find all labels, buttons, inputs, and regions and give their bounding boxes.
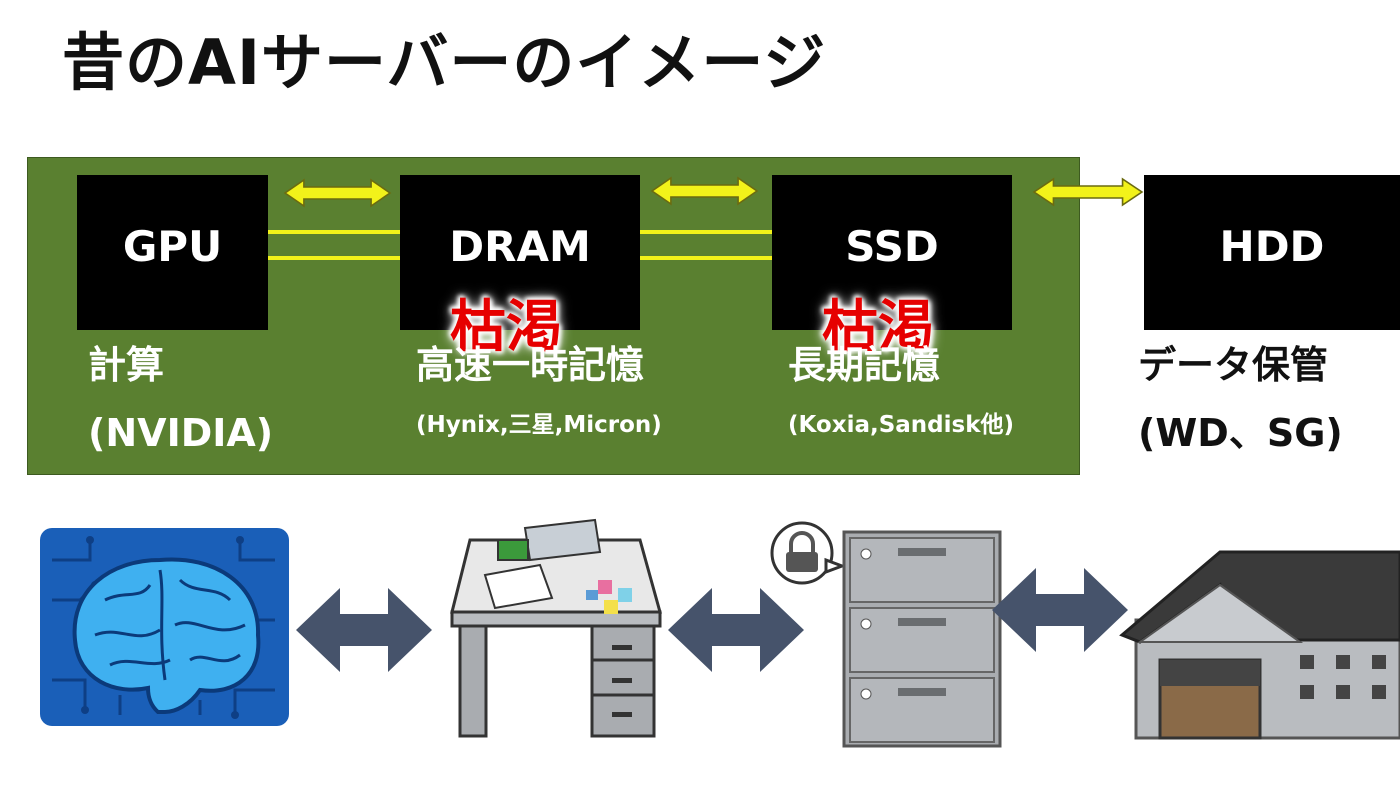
hdd-chip: HDD [1144,175,1400,330]
brain-circuit-icon [40,528,289,726]
dram-ssd-bus [640,230,772,234]
gpu-role-label: 計算 [88,343,165,387]
dram-ssd-bus [640,256,772,260]
ssd-chip-label: SSD [845,222,939,271]
hdd-role-label: データ保管 [1138,343,1329,387]
messy-desk-icon [450,518,662,738]
gpu-chip-label: GPU [122,222,223,271]
ssd-chip: SSD [772,175,1012,330]
dram-chip: DRAM [400,175,640,330]
locked-cabinet-icon [770,521,1002,748]
gpu-dram-bus [268,230,400,234]
brain-desk-double-arrow [296,588,432,672]
ssd-shortage-label: 枯渇 [822,295,934,360]
warehouse-icon [1119,550,1400,740]
ssd-role-label: 長期記憶 [788,343,941,387]
hdd-vendor-label: (WD、SG) [1138,411,1343,455]
dram-vendor-label: (Hynix,三星,Micron) [416,412,662,438]
hdd-chip-label: HDD [1219,222,1325,271]
gpu-vendor-label: (NVIDIA) [88,411,274,455]
dram-shortage-label: 枯渇 [450,295,562,360]
ssd-vendor-label: (Koxia,Sandisk他) [788,412,1015,438]
desk-cabinet-double-arrow [668,588,804,672]
dram-chip-label: DRAM [449,222,591,271]
cabinet-warehouse-double-arrow [992,568,1128,652]
dram-role-label: 高速一時記憶 [416,343,645,387]
gpu-chip: GPU [77,175,268,330]
gpu-dram-bus [268,256,400,260]
page-title: 昔のAIサーバーのイメージ [62,26,827,99]
